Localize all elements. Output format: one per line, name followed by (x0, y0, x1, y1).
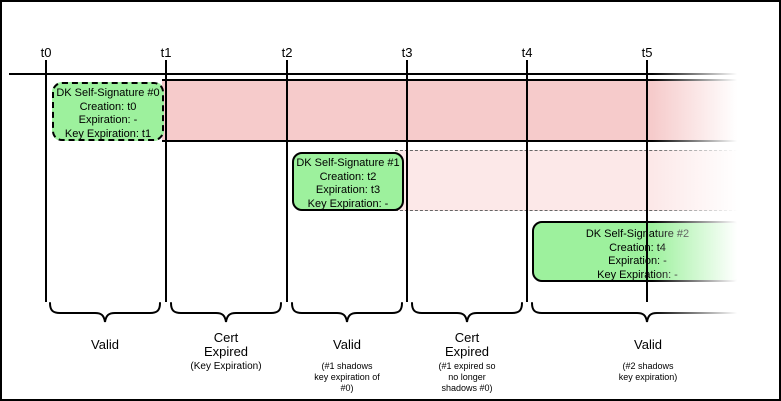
tick-label-t2: t2 (281, 45, 293, 60)
tick-label-t5: t5 (641, 45, 653, 60)
tick-label-t0: t0 (40, 45, 52, 60)
period-4: Cert Expired (#1 expired so no longer sh… (397, 330, 537, 394)
expiration-band-primary (162, 79, 737, 142)
brace-period-2 (170, 302, 282, 323)
signature-box-1: DK Self-Signature #1 Creation: t2 Expira… (292, 152, 404, 211)
signature-box-2: DK Self-Signature #2 Creation: t4 Expira… (532, 221, 743, 282)
period-3: Valid (#1 shadows key expiration of #0) (277, 330, 417, 394)
tick-line-t2 (286, 60, 288, 302)
signature-details-2: Creation: t4 Expiration: - Key Expiratio… (597, 241, 678, 281)
tick-line-t0 (45, 60, 47, 302)
brace-period-5 (531, 302, 764, 323)
period-note-3: (#1 shadows key expiration of #0) (314, 361, 380, 393)
time-axis (9, 73, 737, 75)
tick-line-t3 (406, 60, 408, 302)
tick-label-t3: t3 (401, 45, 413, 60)
period-note-4: (#1 expired so no longer shadows #0) (438, 361, 496, 393)
period-label-5: Valid (634, 337, 662, 352)
brace-path (49, 302, 161, 323)
signature-title-1: DK Self-Signature #1 (296, 157, 400, 169)
tick-label-t1: t1 (160, 45, 172, 60)
signature-title-0: DK Self-Signature #0 (56, 87, 160, 99)
period-1: Valid (35, 330, 175, 361)
brace-path (531, 302, 764, 323)
tick-label-t4: t4 (521, 45, 533, 60)
period-2: Cert Expired (Key Expiration) (156, 330, 296, 373)
period-label-2: Cert Expired (203, 330, 249, 359)
period-note-2: (Key Expiration) (190, 361, 262, 372)
signature-details-0: Creation: t0 Expiration: - Key Expiratio… (64, 100, 152, 140)
tick-line-t1 (165, 60, 167, 302)
brace-period-4 (411, 302, 523, 323)
period-label-4: Cert Expired (444, 330, 490, 359)
brace-period-3 (291, 302, 403, 323)
period-5: Valid (#2 shadows key expiration) (568, 330, 728, 383)
period-label-1: Valid (91, 337, 119, 352)
period-label-3: Valid (333, 337, 361, 352)
period-note-5: (#2 shadows key expiration) (618, 361, 678, 382)
signature-title-2: DK Self-Signature #2 (585, 228, 690, 240)
brace-path (170, 302, 282, 323)
signature-details-1: Creation: t2 Expiration: t3 Key Expirati… (307, 170, 389, 210)
tick-line-t5 (646, 60, 648, 302)
brace-path (411, 302, 523, 323)
expiration-band-secondary (395, 150, 737, 211)
brace-path (291, 302, 403, 323)
brace-period-1 (49, 302, 161, 323)
tick-line-t4 (526, 60, 528, 302)
signature-box-0: DK Self-Signature #0 Creation: t0 Expira… (52, 82, 164, 141)
